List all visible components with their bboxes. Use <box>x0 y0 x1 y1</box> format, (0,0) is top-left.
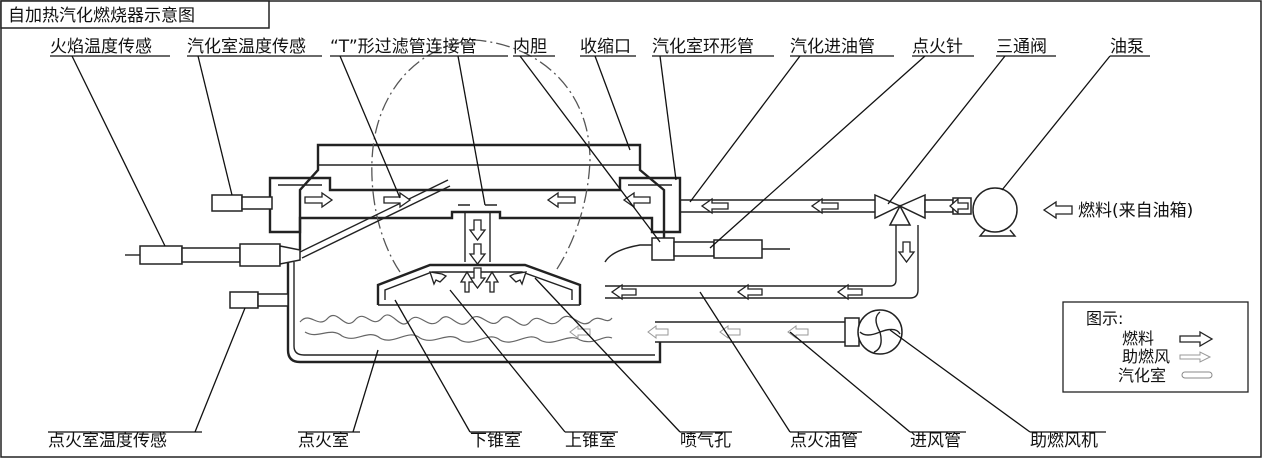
vapor-inlet-pipe <box>680 199 878 213</box>
air-inlet-pipe <box>655 321 850 343</box>
label-vapor-ring-pipe: 汽化室环形管 <box>652 37 754 57</box>
legend: 图示: 燃料 助燃风 汽化室 <box>1062 301 1249 393</box>
bottom-labels: 点火室温度传感 点火室 下锥室 上锥室 喷气孔 点火油管 进风管 助燃风机 <box>48 431 1106 451</box>
label-inner-liner: 内胆 <box>513 37 547 57</box>
label-oil-pump: 油泵 <box>1110 37 1144 57</box>
vapor-temp-sensor <box>211 194 273 212</box>
label-vapor-inlet-pipe: 汽化进油管 <box>790 37 875 57</box>
label-three-way-valve: 三通阀 <box>996 37 1047 57</box>
label-flame-temp-sensor: 火焰温度传感 <box>50 37 152 57</box>
burner-body <box>286 143 666 364</box>
legend-vapor-swatch <box>1181 371 1213 379</box>
top-labels: 火焰温度传感 汽化室温度传感 “T”形过滤管连接管 内胆 收缩口 汽化室环形管 … <box>50 37 1150 57</box>
diagram-title: 自加热汽化燃烧器示意图 <box>8 6 195 26</box>
label-air-inlet-pipe: 进风管 <box>910 431 961 451</box>
label-ignition-chamber: 点火室 <box>298 431 349 451</box>
air-flow-arrows <box>569 325 809 339</box>
title-box: 自加热汽化燃烧器示意图 <box>0 0 270 29</box>
oil-pump <box>952 187 1018 237</box>
legend-vapor-label: 汽化室 <box>1118 366 1166 385</box>
label-igniter-needle: 点火针 <box>912 37 963 57</box>
legend-title: 图示: <box>1086 309 1123 328</box>
label-vapor-temp-sensor: 汽化室温度传感 <box>187 37 306 57</box>
igniter-needle <box>604 237 790 263</box>
label-ignition-oil-pipe: 点火油管 <box>790 431 858 451</box>
label-nozzle-holes: 喷气孔 <box>680 431 731 451</box>
fuel-flow-arrows <box>304 191 1073 301</box>
leader-lines <box>71 55 1111 433</box>
legend-air-label: 助燃风 <box>1122 347 1170 366</box>
blower <box>844 309 903 355</box>
vapor-ring-pipe <box>268 176 682 234</box>
flame-zone <box>299 314 613 326</box>
label-lower-cone: 下锥室 <box>470 431 521 451</box>
label-t-filter-pipe: “T”形过滤管连接管 <box>330 37 477 57</box>
label-ignition-temp-sensor: 点火室温度传感 <box>48 431 167 451</box>
legend-fuel-label: 燃料 <box>1122 329 1154 348</box>
three-way-valve <box>874 193 954 226</box>
t-filter-pipe <box>458 204 497 262</box>
label-upper-cone: 上锥室 <box>565 431 616 451</box>
ignition-temp-sensor <box>229 291 289 309</box>
label-blower: 助燃风机 <box>1030 431 1098 451</box>
legend-fuel-arrow <box>1179 330 1214 348</box>
label-throat: 收缩口 <box>580 37 631 57</box>
ignition-oil-pipe <box>605 225 919 299</box>
flame-temp-sensor <box>125 179 451 267</box>
label-fuel-source: 燃料(来自油箱) <box>1078 201 1193 221</box>
legend-air-arrow <box>1179 351 1212 363</box>
inner-liner-outline <box>371 39 591 273</box>
